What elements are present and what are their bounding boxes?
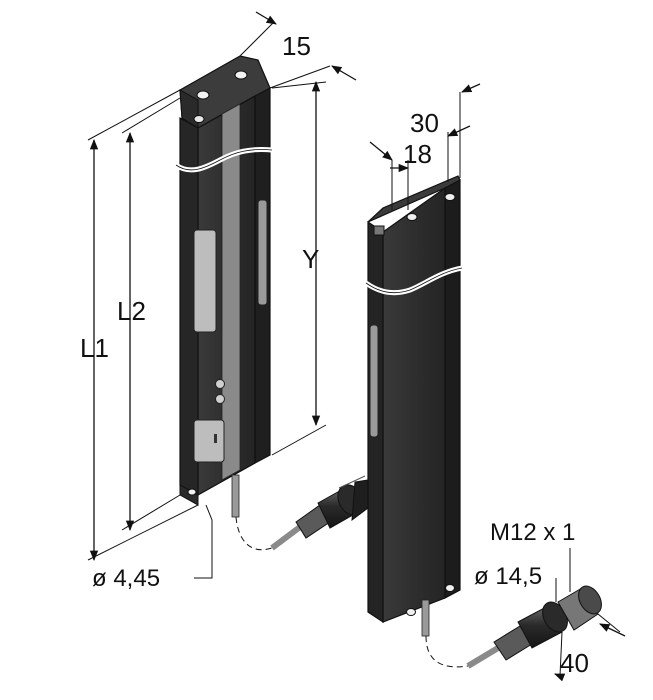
label-width-30: 30: [410, 108, 439, 138]
label-cable-diameter: ø 4,45: [92, 565, 160, 592]
left-connector: [270, 475, 369, 551]
right-sensor: [364, 175, 469, 668]
label-width-18: 18: [403, 139, 432, 169]
label-connector-length: 40: [560, 648, 589, 678]
left-sensor: [174, 55, 273, 551]
dimension-lines: [87, 11, 626, 682]
label-height-y: Y: [302, 244, 319, 274]
label-height-l2: L2: [117, 296, 146, 326]
label-height-l1: L1: [80, 333, 109, 363]
label-connector-diameter: ø 14,5: [474, 563, 542, 590]
label-thread: M12 x 1: [490, 519, 575, 546]
label-width-15: 15: [282, 31, 311, 61]
